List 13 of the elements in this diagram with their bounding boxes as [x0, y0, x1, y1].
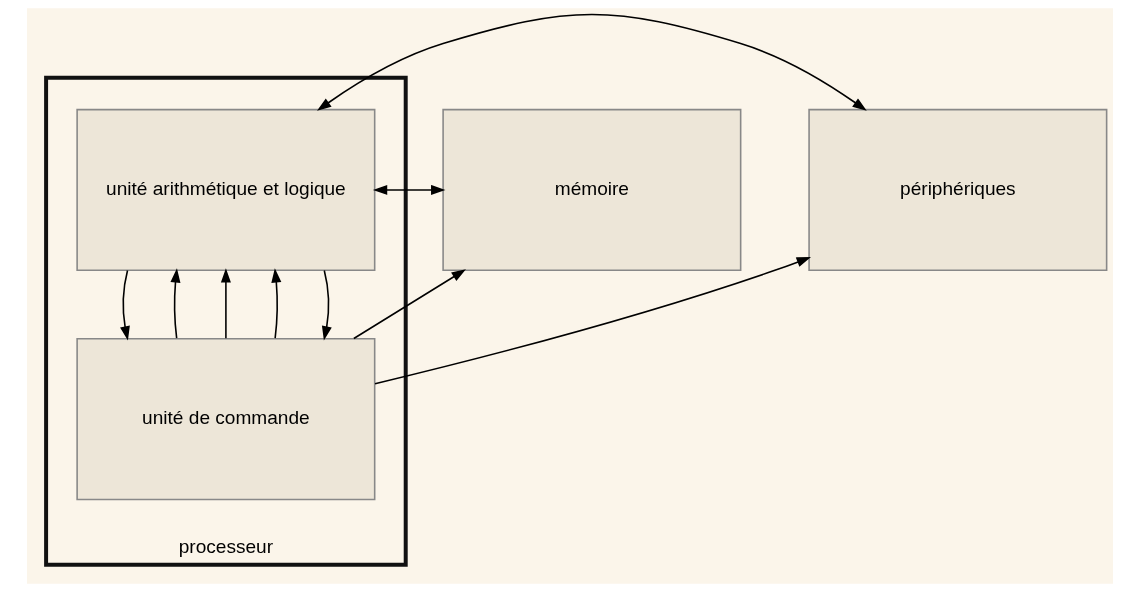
arrow [321, 269, 332, 341]
arrow [220, 268, 231, 339]
node-box: unité arithmétique et logique [75, 108, 375, 272]
arrow [270, 268, 281, 339]
node-box: périphériques [807, 108, 1107, 272]
arrow [373, 256, 811, 385]
arrow [169, 268, 180, 339]
node-box: mémoire [441, 108, 741, 272]
arrow [372, 184, 445, 195]
arrow [119, 269, 130, 341]
node-box: unité de commande [75, 337, 375, 501]
arrow [316, 13, 867, 111]
arrow [352, 269, 466, 340]
